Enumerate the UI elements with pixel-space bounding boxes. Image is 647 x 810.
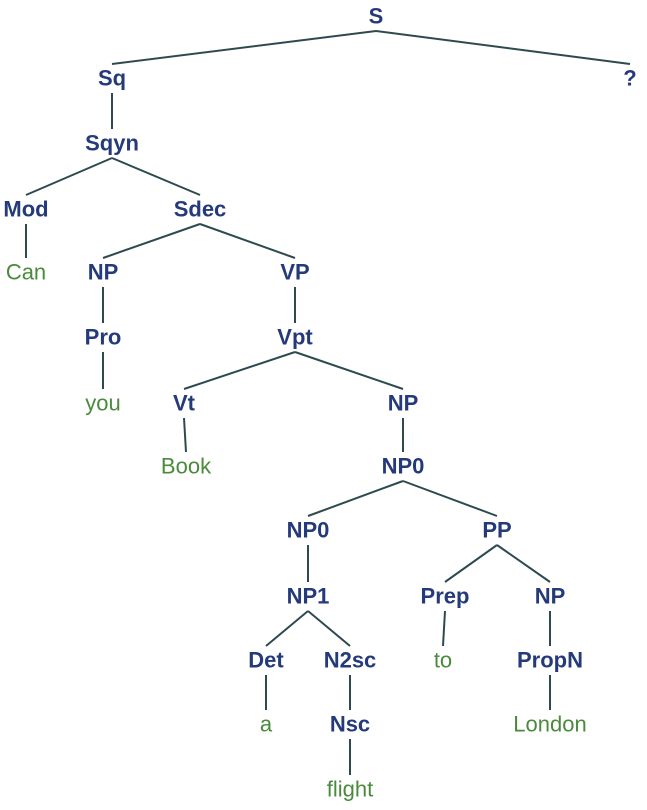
tree-edge-Sqyn-Mod	[25, 157, 113, 196]
node-vt: Vt	[173, 391, 196, 416]
node-np1: NP1	[287, 584, 330, 609]
node-pro: Pro	[85, 325, 122, 350]
word-london: London	[513, 712, 586, 737]
tree-edge-S-Sq	[111, 30, 377, 65]
node-np-a: NP	[88, 260, 119, 285]
tree-edges	[25, 30, 631, 775]
tree-edge-Vpt-NP_b	[294, 351, 404, 390]
node-np0-b: NP0	[287, 518, 330, 543]
tree-edge-NP0_a-PP	[402, 480, 498, 517]
node-np-b: NP	[388, 391, 419, 416]
node-pp: PP	[482, 518, 511, 543]
word-to: to	[434, 648, 452, 673]
node-vpt: Vpt	[277, 325, 313, 350]
tree-edge-NP1-N2sc	[307, 610, 351, 647]
node-n2sc: N2sc	[324, 648, 377, 673]
node-nsc: Nsc	[330, 712, 370, 737]
node-sdec: Sdec	[174, 197, 227, 222]
tree-edge-Sdec-VP	[199, 223, 296, 259]
word-can: Can	[6, 260, 46, 285]
tree-edge-PP-NP_c	[496, 544, 551, 583]
tree-edge-Sdec-NP_a	[102, 223, 201, 259]
word-a: a	[260, 712, 273, 737]
node-s: S	[369, 4, 384, 29]
node-prep: Prep	[421, 584, 470, 609]
tree-edge-Sqyn-Sdec	[111, 157, 201, 196]
tree-edge-NP1-Det	[265, 610, 309, 647]
node-np-c: NP	[535, 584, 566, 609]
tree-edge-Vt-Book	[183, 417, 187, 453]
node-sq: Sq	[98, 66, 126, 91]
node-q: ?	[623, 66, 636, 91]
tree-edge-Vpt-Vt	[183, 351, 296, 390]
word-book: Book	[161, 454, 212, 479]
tree-edge-PP-Prep	[444, 544, 498, 583]
node-propn: PropN	[517, 648, 583, 673]
node-det: Det	[248, 648, 284, 673]
node-vp: VP	[280, 260, 309, 285]
tree-edge-S-Q	[375, 30, 631, 65]
node-np0-a: NP0	[382, 454, 425, 479]
word-you: you	[85, 391, 120, 416]
tree-edge-Prep-to	[442, 610, 446, 647]
node-sqyn: Sqyn	[85, 131, 139, 156]
word-flight: flight	[327, 777, 373, 802]
node-mod: Mod	[3, 197, 48, 222]
tree-edge-NP0_a-NP0_b	[307, 480, 404, 517]
